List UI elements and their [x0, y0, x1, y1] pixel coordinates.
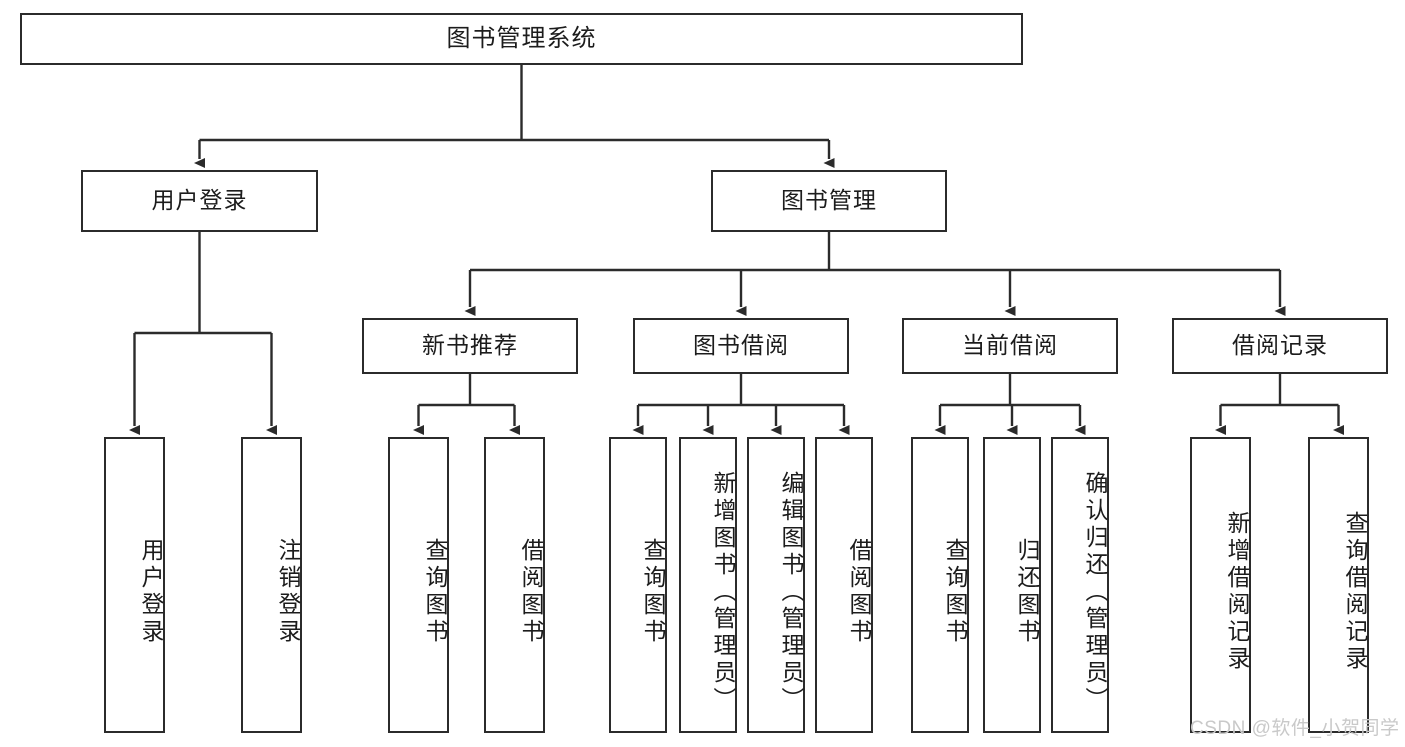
node-l6[interactable]: 新增图书（管理员） — [679, 437, 737, 733]
node-label: 借阅图书 — [846, 538, 872, 646]
node-l13[interactable]: 查询借阅记录 — [1308, 437, 1369, 733]
node-label: 用户登录 — [138, 538, 164, 646]
node-label: 查询借阅记录 — [1342, 511, 1368, 673]
node-label: 图书管理 — [781, 187, 877, 214]
node-label: 确认归还（管理员） — [1082, 470, 1108, 714]
node-l3[interactable]: 查询图书 — [388, 437, 449, 733]
node-label: 编辑图书（管理员） — [778, 470, 804, 714]
node-label: 借阅图书 — [518, 538, 544, 646]
node-l2[interactable]: 注销登录 — [241, 437, 302, 733]
node-label: 查询图书 — [640, 538, 666, 646]
node-label: 用户登录 — [151, 187, 248, 214]
node-l7[interactable]: 编辑图书（管理员） — [747, 437, 805, 733]
node-l10[interactable]: 归还图书 — [983, 437, 1041, 733]
node-l5[interactable]: 查询图书 — [609, 437, 667, 733]
node-label: 注销登录 — [275, 538, 301, 646]
node-root[interactable]: 图书管理系统 — [20, 13, 1023, 65]
node-newbook[interactable]: 新书推荐 — [362, 318, 578, 374]
node-l12[interactable]: 新增借阅记录 — [1190, 437, 1251, 733]
node-label: 新增图书（管理员） — [710, 470, 736, 714]
node-label: 图书借阅 — [693, 332, 789, 359]
node-current[interactable]: 当前借阅 — [902, 318, 1118, 374]
node-l11[interactable]: 确认归还（管理员） — [1051, 437, 1109, 733]
node-records[interactable]: 借阅记录 — [1172, 318, 1388, 374]
node-login[interactable]: 用户登录 — [81, 170, 318, 232]
node-label: 查询图书 — [942, 538, 968, 646]
node-l8[interactable]: 借阅图书 — [815, 437, 873, 733]
node-l9[interactable]: 查询图书 — [911, 437, 969, 733]
node-label: 新增借阅记录 — [1224, 511, 1250, 673]
node-borrow[interactable]: 图书借阅 — [633, 318, 849, 374]
node-label: 图书管理系统 — [446, 24, 597, 52]
node-label: 当前借阅 — [962, 332, 1058, 359]
node-l1[interactable]: 用户登录 — [104, 437, 165, 733]
node-label: 新书推荐 — [422, 332, 518, 359]
node-l4[interactable]: 借阅图书 — [484, 437, 545, 733]
node-label: 借阅记录 — [1232, 332, 1328, 359]
watermark: CSDN @软件_小贺同学 — [1190, 718, 1400, 739]
node-label: 归还图书 — [1014, 538, 1040, 646]
node-bookmgmt[interactable]: 图书管理 — [711, 170, 947, 232]
node-label: 查询图书 — [422, 538, 448, 646]
